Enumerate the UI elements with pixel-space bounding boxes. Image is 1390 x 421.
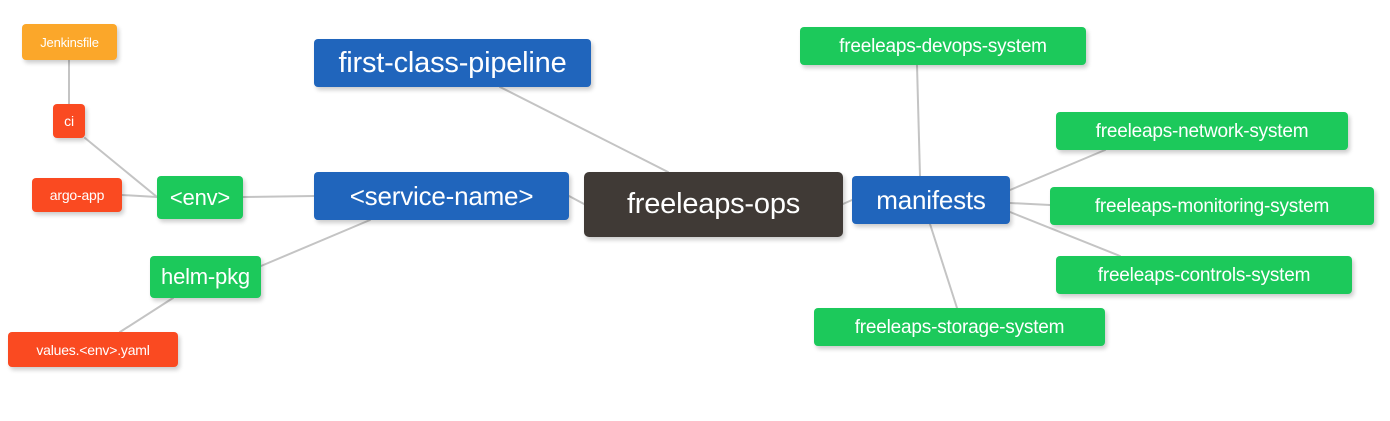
edge-service-name-to-helm-pkg bbox=[260, 219, 371, 267]
node-argo-app[interactable]: argo-app bbox=[32, 178, 122, 212]
node-ci[interactable]: ci bbox=[53, 104, 85, 138]
edge-service-name-to-freeleaps-ops bbox=[568, 195, 585, 205]
node-helm-pkg[interactable]: helm-pkg bbox=[150, 256, 261, 298]
node-jenkinsfile[interactable]: Jenkinsfile bbox=[22, 24, 117, 60]
node-env[interactable]: <env> bbox=[157, 176, 243, 219]
edge-helm-pkg-to-values-yaml bbox=[119, 297, 174, 333]
node-network-system[interactable]: freeleaps-network-system bbox=[1056, 112, 1348, 150]
edge-manifests-to-storage-system bbox=[929, 223, 958, 309]
node-controls-system[interactable]: freeleaps-controls-system bbox=[1056, 256, 1352, 294]
edge-manifests-to-monitoring-system bbox=[1009, 202, 1051, 206]
edge-manifests-to-devops-system bbox=[916, 64, 921, 177]
node-monitoring-system[interactable]: freeleaps-monitoring-system bbox=[1050, 187, 1374, 225]
node-manifests[interactable]: manifests bbox=[852, 176, 1010, 224]
edge-first-class-pipeline-to-freeleaps-ops bbox=[499, 86, 669, 173]
edge-env-to-service-name bbox=[242, 195, 315, 198]
node-values-yaml[interactable]: values.<env>.yaml bbox=[8, 332, 178, 367]
node-service-name[interactable]: <service-name> bbox=[314, 172, 569, 220]
edge-manifests-to-network-system bbox=[1009, 149, 1106, 191]
node-storage-system[interactable]: freeleaps-storage-system bbox=[814, 308, 1105, 346]
node-devops-system[interactable]: freeleaps-devops-system bbox=[800, 27, 1086, 65]
node-freeleaps-ops[interactable]: freeleaps-ops bbox=[584, 172, 843, 237]
node-first-class-pipeline[interactable]: first-class-pipeline bbox=[314, 39, 591, 87]
edge-freeleaps-ops-to-manifests bbox=[842, 199, 853, 205]
edge-argo-app-to-env bbox=[121, 194, 158, 198]
